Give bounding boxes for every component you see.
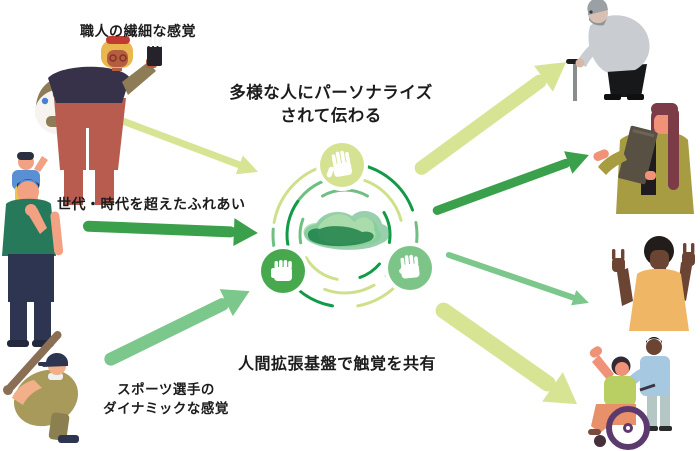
hub-badge-grab-fist	[257, 245, 309, 297]
label-personalize-line2: されて伝わる	[280, 107, 382, 125]
figure-man-signing	[612, 236, 695, 331]
label-personalize-line1: 多様な人にパーソナライズ	[229, 84, 433, 102]
label-personalize: 多様な人にパーソナライズ されて伝わる	[213, 82, 449, 128]
hub-badge-open-hand	[316, 139, 368, 191]
label-generations: 世代・時代を超えたふれあい	[57, 196, 246, 212]
arrow-hub-to-clipboard-woman	[432, 151, 589, 215]
grab-fist-icon	[271, 260, 292, 281]
arrow-athlete-to-hub	[104, 289, 250, 366]
label-athlete-line1: スポーツ選手の	[117, 382, 215, 397]
figure-elderly-man	[566, 0, 650, 101]
figure-parent-with-child	[2, 152, 64, 347]
figure-wheelchair-user-with-helper	[588, 337, 672, 450]
arrow-craftsman-to-hub	[111, 114, 259, 175]
label-athlete: スポーツ選手の ダイナミックな感覚	[92, 380, 240, 418]
figure-woman-with-clipboard	[593, 103, 694, 214]
hub-swirl-logo	[303, 210, 391, 250]
hub-badge-raised-fist	[384, 242, 436, 294]
raised-fist-icon	[399, 254, 420, 279]
arrow-hub-to-signing-man	[445, 251, 589, 306]
arrow-hub-to-elderly	[414, 62, 567, 175]
label-craftsman: 職人の繊細な感覚	[80, 23, 196, 39]
open-hand-icon	[326, 150, 353, 178]
figure-baseball-player	[3, 331, 79, 443]
label-athlete-line2: ダイナミックな感覚	[103, 401, 229, 416]
arrow-generations-to-hub	[82, 218, 258, 247]
figure-craftsman-painter	[35, 34, 162, 205]
arrow-hub-to-wheelchair	[435, 302, 578, 405]
label-platform: 人間拡張基盤で触覚を共有	[238, 356, 437, 373]
